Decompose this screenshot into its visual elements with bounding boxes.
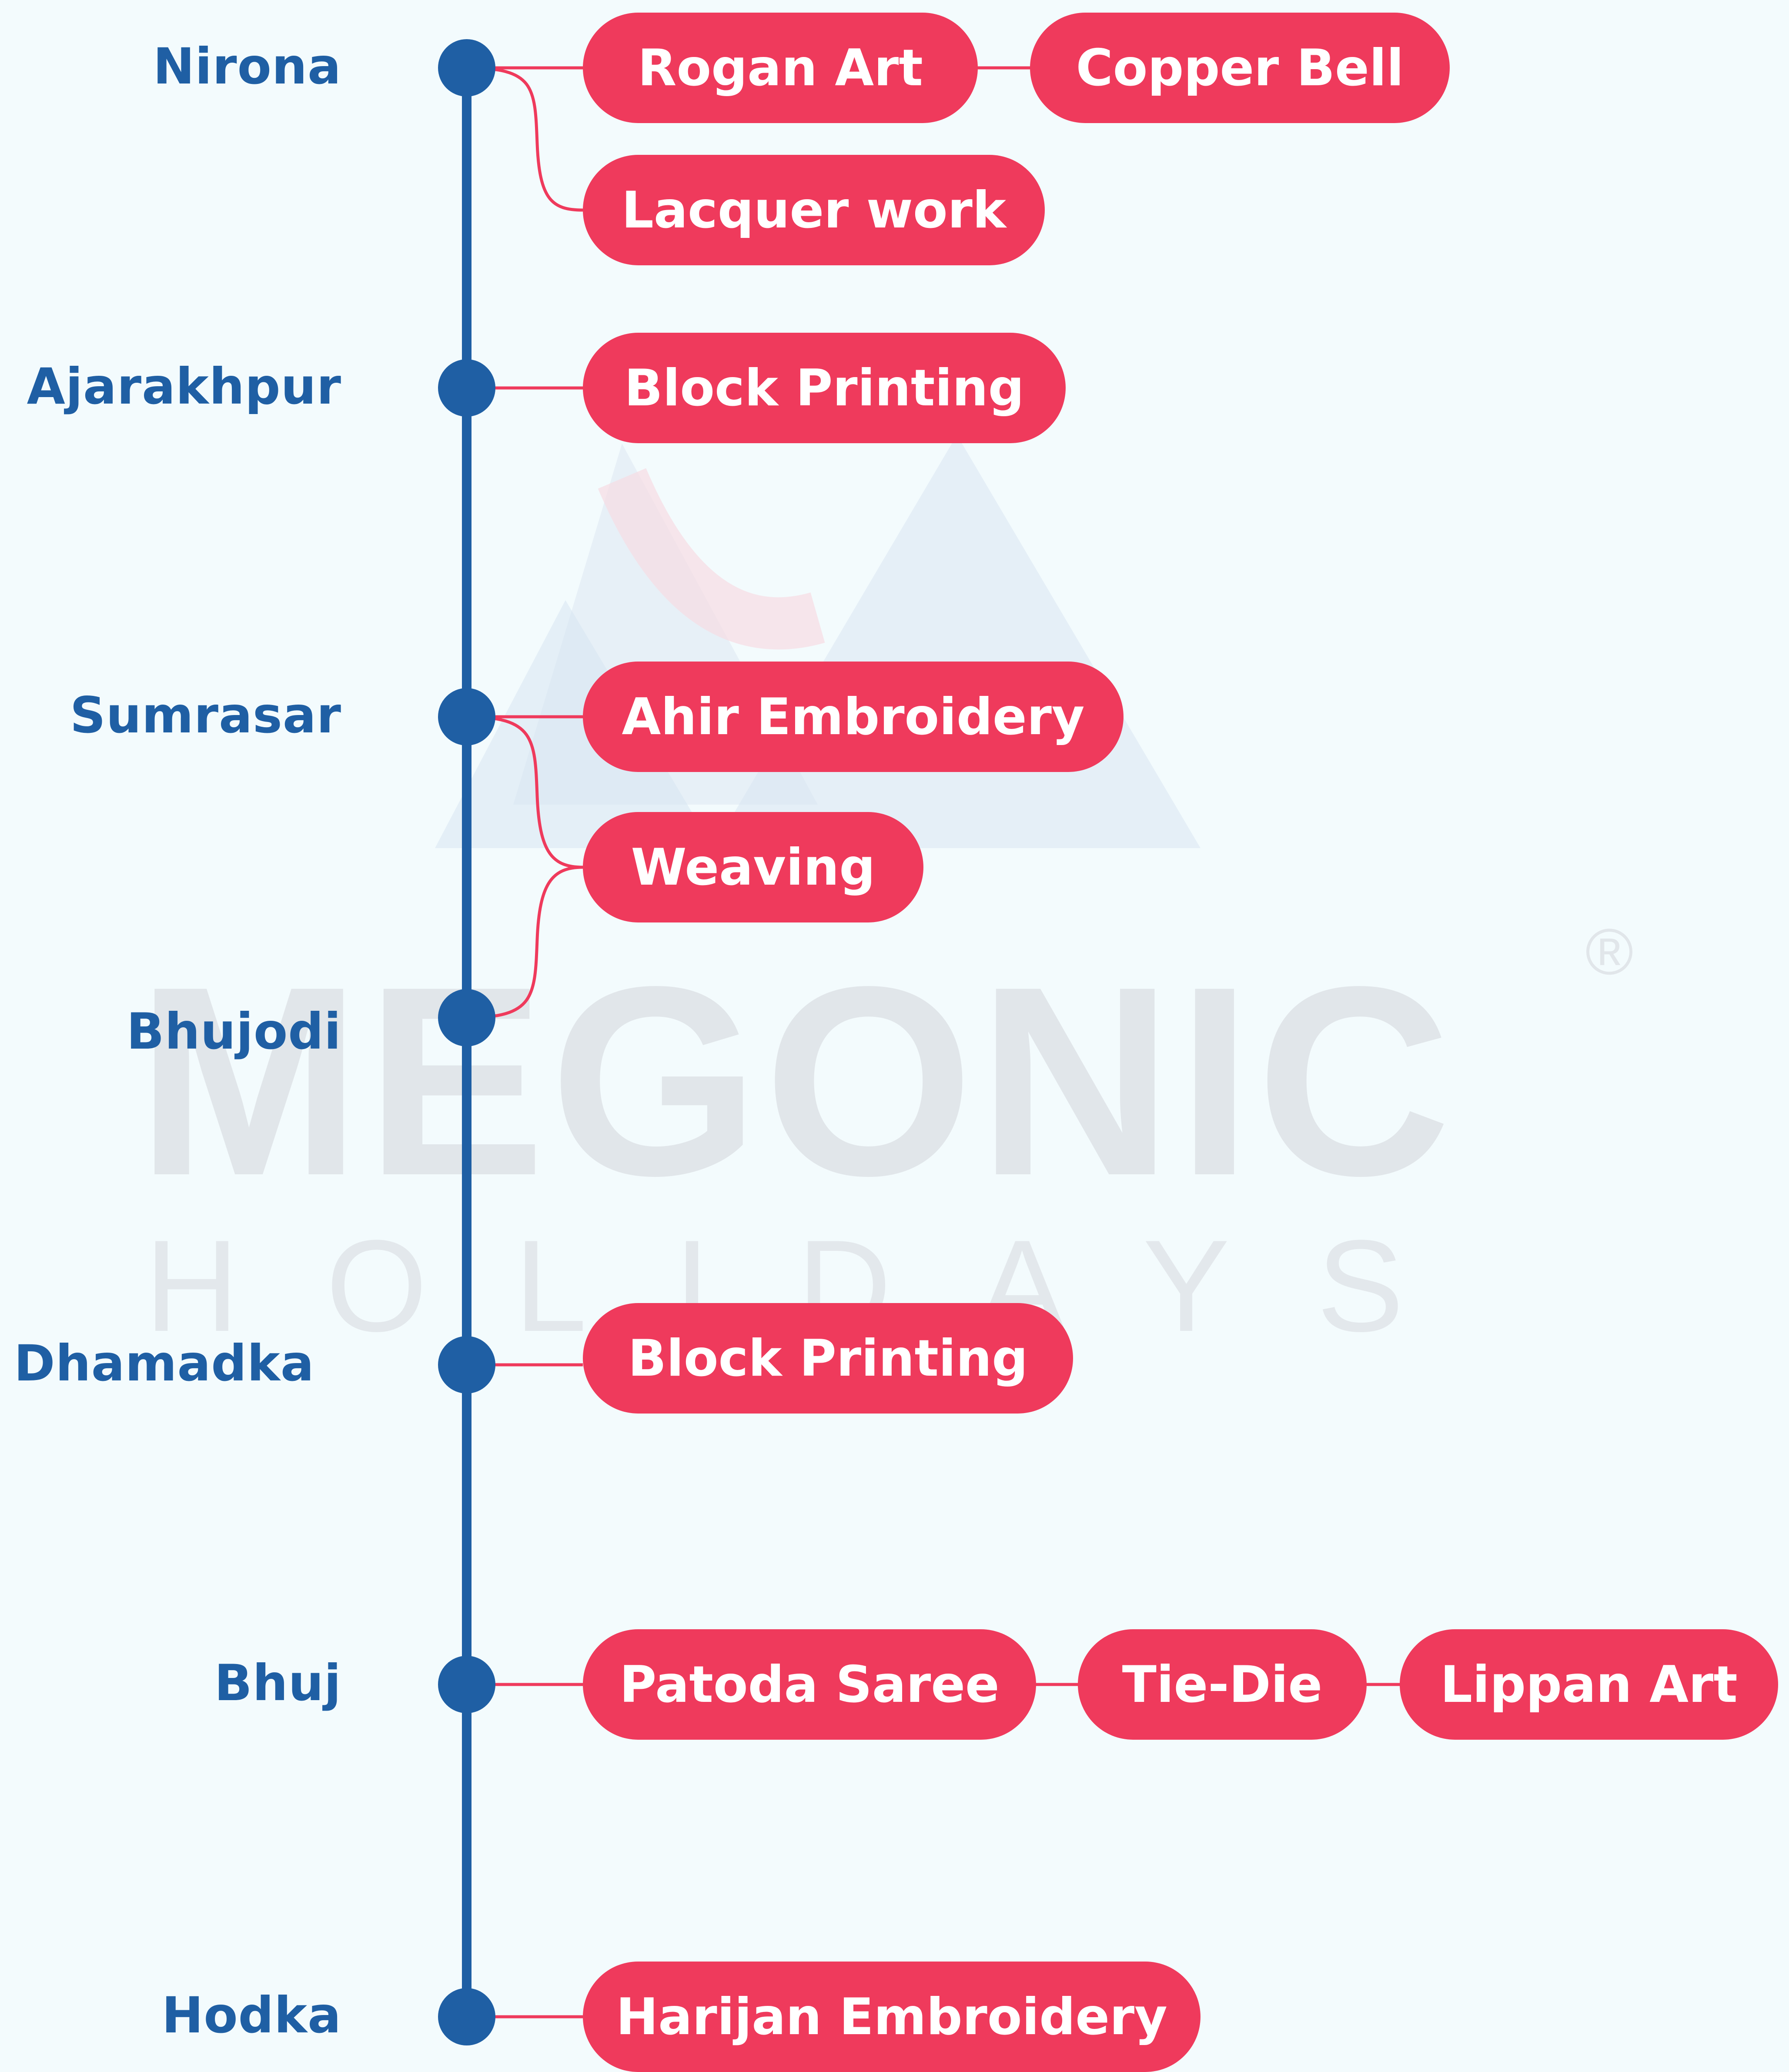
village-label-dhamadka: Dhamadka [14, 1334, 314, 1392]
craft-pill-lacquer-work: Lacquer work [583, 155, 1045, 265]
village-label-sumrasar: Sumrasar [70, 686, 341, 744]
village-label-hodka: Hodka [161, 1986, 341, 2044]
connector-nirona-lacquer [466, 66, 583, 212]
craft-pill-ahir-embroidery: Ahir Embroidery [583, 662, 1124, 772]
village-label-bhujodi: Bhujodi [126, 1003, 341, 1060]
village-label-nirona: Nirona [153, 37, 341, 95]
craft-pill-rogan-art: Rogan Art [583, 13, 978, 123]
craft-pill-harijan-embroidery: Harijan Embroidery [583, 1962, 1200, 2072]
craft-pill-tie-die: Tie-Die [1078, 1629, 1367, 1740]
craft-pill-lippan-art: Lippan Art [1400, 1629, 1778, 1740]
craft-pill-block-printing: Block Printing [583, 333, 1066, 443]
craft-pill-copper-bell: Copper Bell [1030, 13, 1450, 123]
connector-sumrasar-weaving [466, 715, 583, 869]
node-sumrasar [438, 688, 495, 745]
connector-bhujodi-weaving [466, 866, 583, 1019]
node-ajarakhpur [438, 359, 495, 417]
craft-pill-patoda-saree: Patoda Saree [583, 1629, 1036, 1740]
craft-pill-block-printing: Block Printing [583, 1303, 1073, 1414]
node-bhujodi [438, 989, 495, 1046]
node-nirona [438, 39, 495, 97]
village-label-bhuj: Bhuj [214, 1654, 341, 1712]
watermark-brand: MEGONIC [137, 931, 1455, 1232]
craft-pill-weaving: Weaving [583, 812, 923, 922]
node-bhuj [438, 1656, 495, 1713]
watermark-registered: ® [1585, 915, 1634, 988]
node-hodka [438, 1988, 495, 2045]
node-dhamadka [438, 1336, 495, 1394]
village-label-ajarakhpur: Ajarakhpur [27, 358, 341, 415]
